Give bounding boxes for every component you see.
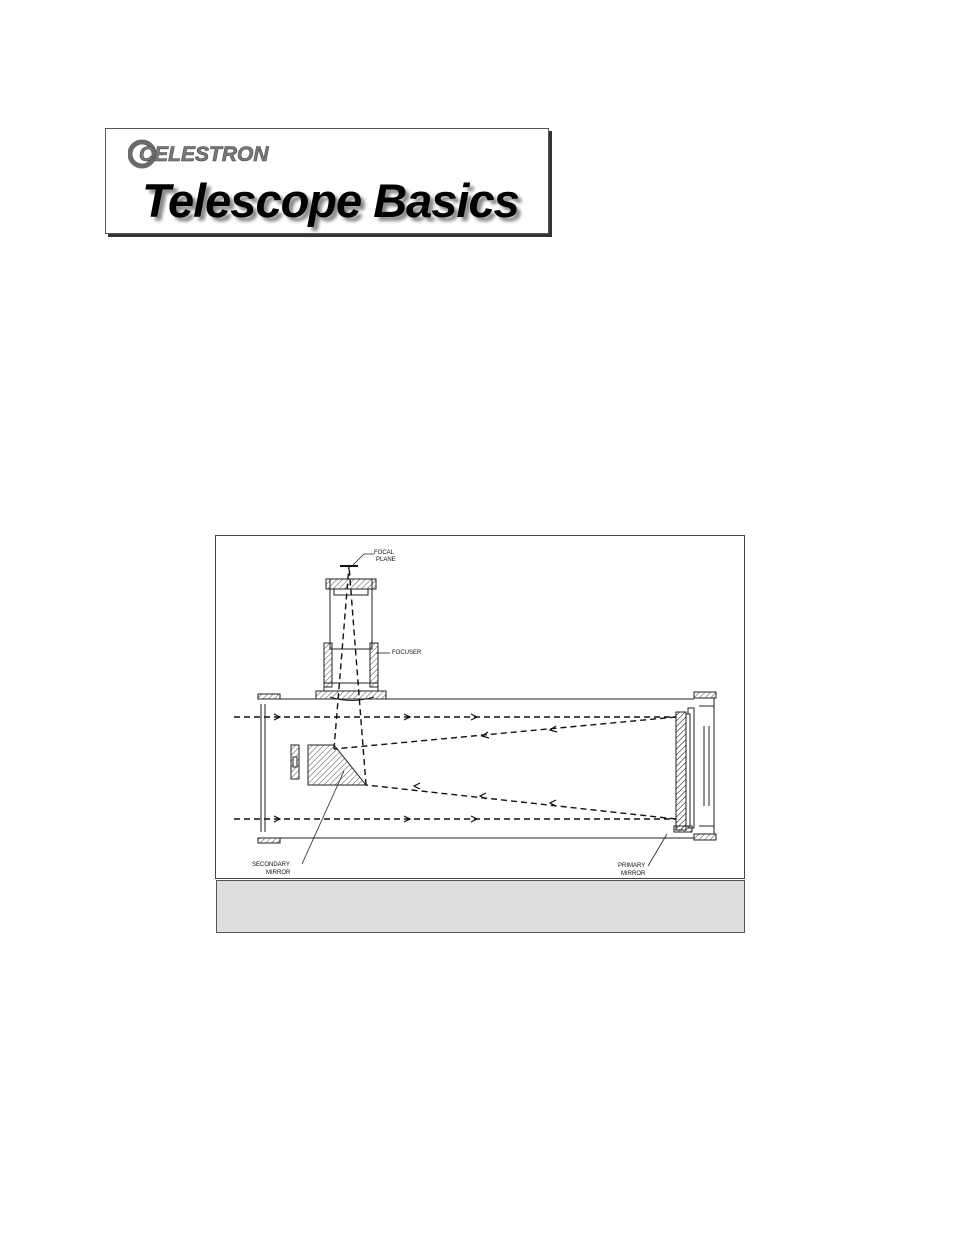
secondary-mirror-assembly <box>291 745 366 785</box>
title-banner: CELESTRON Telescope Basics <box>105 128 549 234</box>
page-title: Telescope Basics <box>142 173 519 228</box>
primary-mirror-label-line1: PRIMARY <box>618 863 645 869</box>
brand-wordmark: CELESTRON <box>139 143 269 166</box>
primary-mirror-label-line2: MIRROR <box>621 871 646 877</box>
secondary-mirror <box>308 745 366 785</box>
celestron-logo: CELESTRON <box>128 137 328 171</box>
primary-mirror <box>676 712 686 830</box>
light-rays <box>234 566 676 819</box>
secondary-mirror-label-line2: MIRROR <box>266 870 291 876</box>
telescope-optics-drawing: FOCAL PLANE FOCUSER SECONDARY MIRROR PRI… <box>216 536 744 878</box>
figure-caption-box <box>216 880 745 933</box>
focuser-label: FOCUSER <box>392 650 422 656</box>
focal-plane-label-line2: PLANE <box>376 557 396 563</box>
secondary-mirror-label-line1: SECONDARY <box>252 862 290 868</box>
focal-plane-label-line1: FOCAL <box>374 550 395 556</box>
newtonian-telescope-diagram: FOCAL PLANE FOCUSER SECONDARY MIRROR PRI… <box>215 535 745 879</box>
focuser-assembly <box>316 579 386 701</box>
